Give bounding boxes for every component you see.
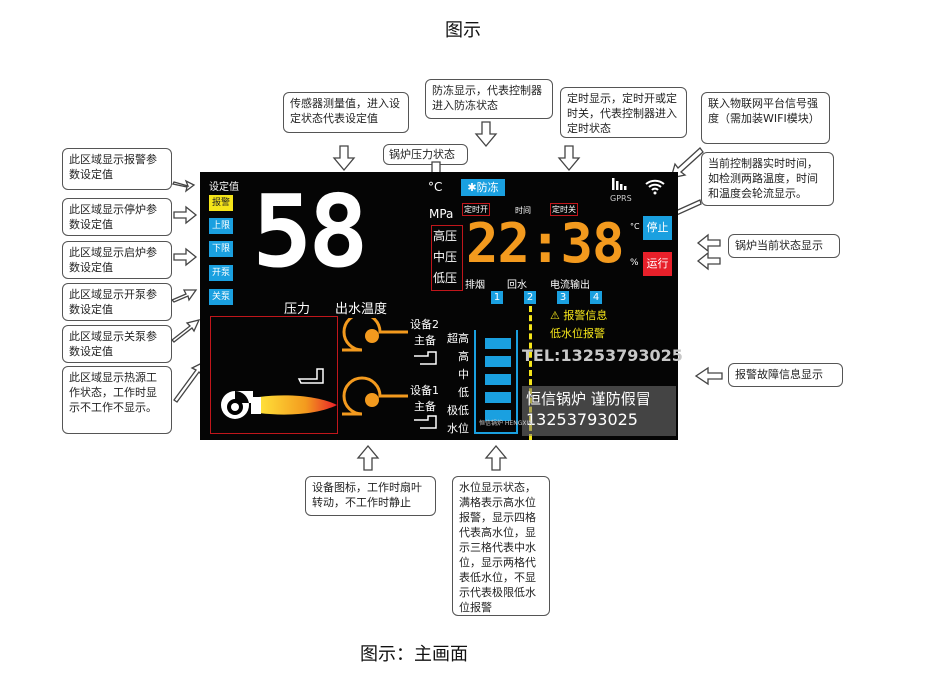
unit-celsius-2: °C — [630, 222, 640, 231]
watermark-logo: 恒信锅炉 HENGXIN — [479, 420, 533, 427]
alarm-info-label: ⚠ 报警信息 — [550, 309, 608, 322]
fan-device1-icon — [342, 376, 408, 416]
water-bar-5 — [485, 410, 511, 421]
gprs-label: GPRS — [610, 194, 632, 203]
water-bar-1 — [485, 338, 511, 349]
channel-2: 2 — [524, 291, 536, 304]
callout-pressure-state: 锅炉压力状态 — [383, 144, 468, 165]
timer-off-indicator: 定时关 — [550, 203, 578, 216]
mid-pressure: 中压 — [433, 250, 458, 264]
watermark-tel: TEL:13253793025 — [522, 346, 683, 365]
divider-line — [529, 306, 532, 440]
snowflake-icon: ✱ — [467, 181, 477, 194]
upper-limit-button[interactable]: 上限 — [209, 218, 233, 234]
fan-icons — [342, 318, 408, 416]
callout-timer: 定时显示，定时开或定时关，代表控制器进入定时状态 — [560, 87, 687, 138]
percent-unit: % — [630, 258, 639, 268]
pressure-label: 压力 — [284, 302, 311, 317]
pump-off-button[interactable]: 关泵 — [209, 289, 233, 305]
callout-heat-source: 此区域显示热源工作状态，工作时显示不工作不显示。 — [62, 366, 172, 434]
level-low: 低 — [458, 386, 469, 399]
stop-status: 停止 — [643, 216, 672, 240]
controller-display: 设定值 报警 上限 下限 开泵 关泵 58 压力 出水温度 °C MPa ✱防冻… — [200, 172, 683, 440]
current-output-label: 电流输出 — [550, 280, 590, 291]
heat-source-area — [210, 316, 338, 434]
clock-display: 22:38 — [466, 212, 625, 275]
channel-1: 1 — [491, 291, 503, 304]
callout-antifreeze: 防冻显示，代表控制器进入防冻状态 — [425, 79, 553, 119]
diagram-title: 图示 — [445, 20, 481, 41]
signal-bars-icon — [612, 178, 627, 190]
antifreeze-label: 防冻 — [476, 181, 499, 194]
time-label: 时间 — [515, 206, 531, 215]
unit-mpa: MPa — [429, 207, 454, 221]
burner-flame-icon — [221, 368, 337, 419]
pressure-state-box: 高压 中压 低压 — [431, 225, 463, 291]
callout-sensor: 传感器测量值，进入设定状态代表设定值 — [283, 92, 409, 133]
device2-main-backup: 主备 — [414, 334, 436, 347]
water-bar-4 — [485, 392, 511, 403]
low-pressure: 低压 — [433, 271, 458, 285]
channel-4: 4 — [590, 291, 602, 304]
high-pressure: 高压 — [433, 229, 458, 243]
callout-clock: 当前控制器实时时间，如检测两路温度，时间和温度会轮流显示。 — [701, 152, 834, 206]
watermark-brand: 恒信锅炉 谨防假冒 — [526, 390, 651, 408]
callout-alarm-setting: 此区域显示报警参数设定值 — [62, 148, 172, 190]
water-bar-3 — [485, 374, 511, 385]
callout-stop-setting: 此区域显示停炉参数设定值 — [62, 198, 172, 236]
device1-label: 设备1 — [410, 384, 439, 397]
antifreeze-badge: ✱防冻 — [461, 179, 505, 196]
diagram-caption: 图示：主画面 — [360, 644, 468, 665]
lower-limit-button[interactable]: 下限 — [209, 241, 233, 257]
watermark-box: 恒信锅炉 谨防假冒 13253793025 — [522, 386, 676, 436]
channel-3: 3 — [557, 291, 569, 304]
low-water-alarm: 低水位报警 — [550, 327, 605, 340]
fan-device2-icon — [342, 318, 408, 352]
device2-label: 设备2 — [410, 318, 439, 331]
watermark-phone: 13253793025 — [526, 410, 638, 429]
water-tank — [474, 330, 518, 434]
callout-start-setting: 此区域显示启炉参数设定值 — [62, 241, 172, 279]
outlet-temp-label: 出水温度 — [335, 302, 388, 317]
callout-water-level: 水位显示状态，满格表示高水位报警，显示四格代表高水位，显示三格代表中水位，显示两… — [452, 476, 550, 616]
water-level-label: 水位 — [447, 422, 469, 435]
wifi-icon — [645, 179, 665, 191]
callout-boiler-state: 锅炉当前状态显示 — [728, 234, 840, 258]
level-high: 高 — [458, 350, 469, 363]
callout-pump-on-setting: 此区域显示开泵参数设定值 — [62, 283, 172, 321]
signal-icons — [612, 178, 665, 195]
water-bar-2 — [485, 356, 511, 367]
level-extra-high: 超高 — [447, 332, 469, 345]
water-level-labels: 超高 高 中 低 极低 水位 — [425, 330, 469, 435]
setting-label: 设定值 — [209, 182, 239, 193]
callout-alarm-info: 报警故障信息显示 — [728, 363, 843, 387]
alarm-button[interactable]: 报警 — [209, 195, 233, 211]
return-water-label: 回水 — [507, 280, 527, 291]
hand-pointer-icon — [297, 368, 324, 384]
exhaust-label: 排烟 — [465, 280, 485, 291]
hand-pointer-icons — [414, 351, 437, 429]
pump-on-button[interactable]: 开泵 — [209, 265, 233, 281]
warning-icon: ⚠ — [550, 309, 560, 322]
callout-iot: 联入物联网平台信号强度（需加装WIFI模块） — [701, 92, 830, 144]
device1-main-backup: 主备 — [414, 400, 436, 413]
timer-on-indicator: 定时开 — [462, 203, 490, 216]
level-extra-low: 极低 — [447, 404, 469, 417]
run-status: 运行 — [643, 252, 672, 276]
level-mid: 中 — [458, 368, 469, 381]
callout-pump-off-setting: 此区域显示关泵参数设定值 — [62, 325, 172, 363]
sensor-value: 58 — [252, 173, 368, 290]
unit-celsius: °C — [428, 180, 443, 194]
callout-device-icon: 设备图标，工作时扇叶转动，不工作时静止 — [305, 476, 436, 516]
